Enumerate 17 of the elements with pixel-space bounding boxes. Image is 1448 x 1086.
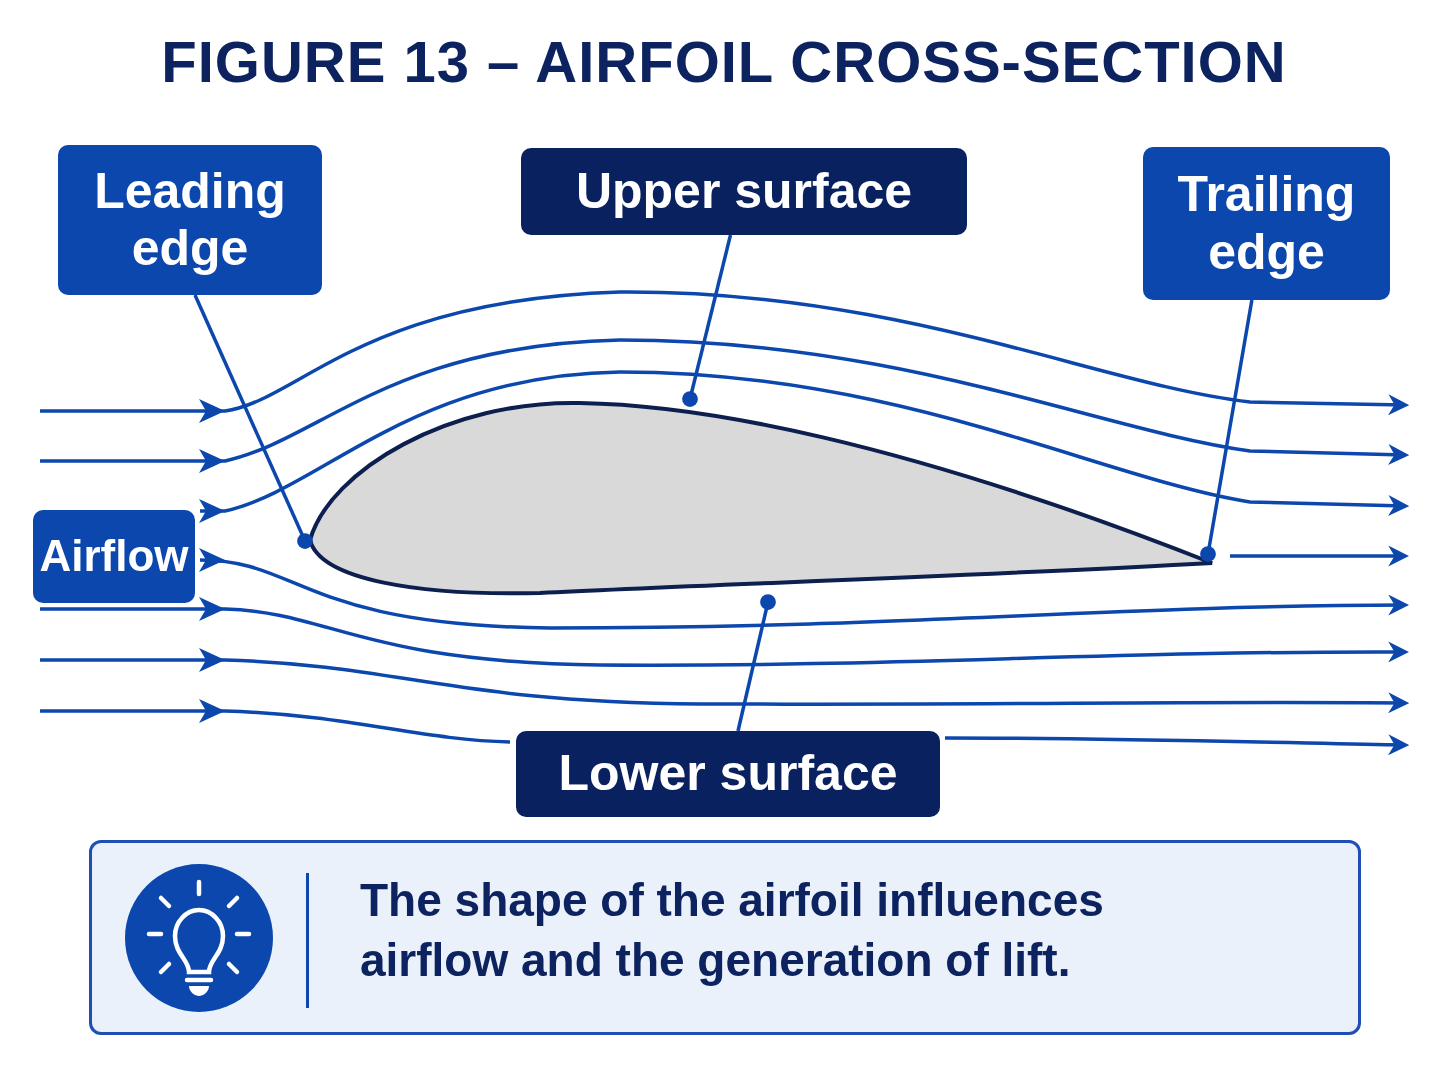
- label-box: [58, 145, 322, 295]
- label-box: [1143, 147, 1390, 300]
- box-label: Leading edge: [93, 162, 287, 278]
- leader-line: [736, 594, 776, 732]
- box-label: Lower surface: [557, 745, 899, 803]
- label-box: [33, 510, 195, 603]
- box-label: Airflow: [38, 531, 190, 582]
- box-label: Trailing edge: [1176, 166, 1357, 281]
- leader-line: [193, 294, 313, 549]
- label-box: [521, 148, 967, 235]
- leader-line: [1200, 299, 1254, 562]
- note-panel: [89, 840, 1361, 1035]
- figure-title: FIGURE 13 – AIRFOIL CROSS-SECTION: [160, 28, 1288, 95]
- box-label: Upper surface: [574, 162, 914, 221]
- note-text: The shape of the airfoil influences airflow and the generation of lift.: [360, 873, 1105, 988]
- label-box: [516, 731, 940, 817]
- leader-line: [682, 234, 733, 407]
